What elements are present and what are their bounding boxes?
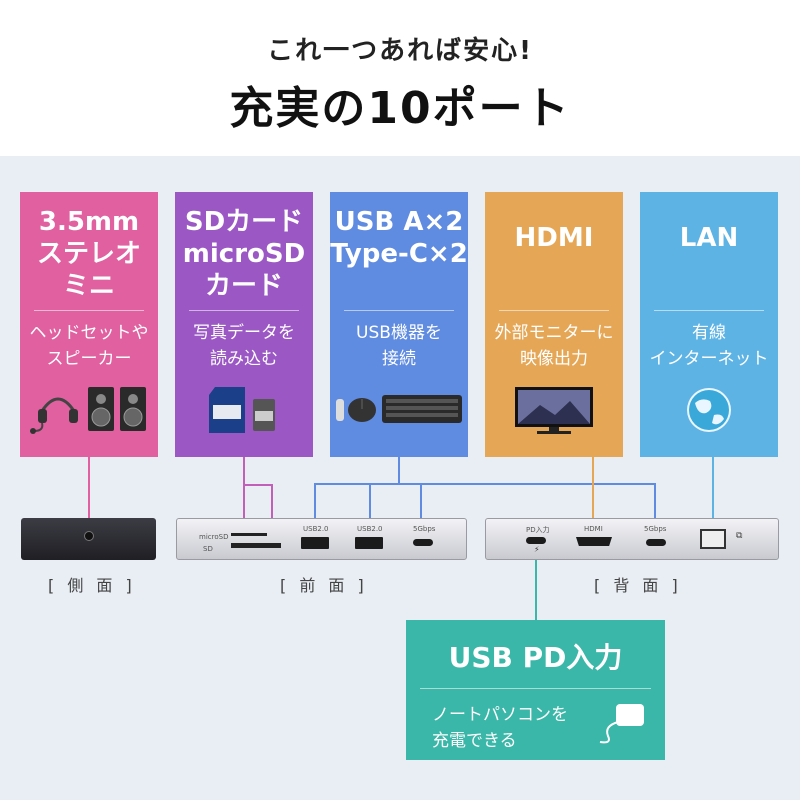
lan-port [700,529,726,549]
usb-c-port-back [646,539,666,546]
usb-c-port-front [413,539,433,546]
pd-divider [420,688,651,689]
speaker-icon [88,387,146,431]
pd-card: USB PD入力 ノートパソコンを 充電できる [406,620,665,760]
card-desc: 有線 インターネット [649,323,769,369]
typec-label-back: 5Gbps [644,525,667,533]
keyboard-icon [382,395,462,423]
card-picture [330,385,468,435]
card-desc: 外部モニターに 映像出力 [494,323,614,369]
card-picture [640,385,778,435]
card-desc: ヘッドセットや スピーカー [29,323,149,369]
audio-jack-port [84,531,94,541]
card-divider [344,310,454,311]
pd-desc: ノートパソコンを 充電できる [432,705,568,751]
typec-label-front: 5Gbps [413,525,436,533]
sd-card-icon [209,387,275,433]
tagline: これ一つあれば安心! [267,36,533,66]
monitor-icon [515,387,593,434]
device-back: PD入力 ⚡ HDMI 5Gbps ⧉ [485,518,779,560]
header-area: これ一つあれば安心! 充実の10ポート [0,0,800,156]
headset-icon [30,397,78,434]
network-icon: ⧉ [736,531,743,541]
card-divider [654,310,764,311]
charger-icon [599,704,644,744]
usb-label-2: USB2.0 [357,525,383,533]
card-hdmi: HDMI 外部モニターに 映像出力 [485,192,623,457]
card-title: SDカード microSD カード [182,207,306,301]
card-title: HDMI [514,223,594,253]
hdmi-label: HDMI [584,525,603,533]
card-picture [175,385,313,435]
card-desc: USB機器を 接続 [356,323,442,369]
card-divider [189,310,299,311]
card-title: LAN [679,223,739,253]
globe-icon [687,388,731,432]
device-side [21,518,156,560]
card-picture [20,385,158,435]
card-audio: 3.5mm ステレオ ミニ ヘッドセットや スピーカー [20,192,158,457]
sd-label: SD [203,545,213,553]
pd-title: USB PD入力 [448,641,623,674]
headline: 充実の10ポート [229,83,571,134]
card-lan: LAN 有線 インターネット [640,192,778,457]
usb-a-port-1 [301,537,329,549]
mouse-icon [336,398,376,422]
card-divider [34,310,144,311]
card-desc: 写真データを 読み込む [193,323,295,369]
card-usb: USB A×2 Type-C×2 USB機器を 接続 [330,192,468,457]
microsd-slot [231,533,267,536]
card-picture [485,385,623,435]
usb-a-port-2 [355,537,383,549]
view-label-side: [ 側 面 ] [48,576,136,595]
device-front: microSD SD USB2.0 USB2.0 5Gbps [176,518,467,560]
card-title: 3.5mm ステレオ ミニ [36,207,141,301]
hdmi-port [576,537,612,546]
card-title: USB A×2 Type-C×2 [330,207,468,269]
pd-label: PD入力 [526,526,550,534]
usb-label-1: USB2.0 [303,525,329,533]
lightning-icon: ⚡ [534,545,540,554]
view-label-front: [ 前 面 ] [280,576,368,595]
usb-c-pd-port [526,537,546,544]
view-label-back: [ 背 面 ] [594,576,682,595]
microsd-label: microSD [199,533,229,541]
card-divider [499,310,609,311]
card-sd: SDカード microSD カード 写真データを 読み込む [175,192,313,457]
sd-slot [231,543,281,548]
